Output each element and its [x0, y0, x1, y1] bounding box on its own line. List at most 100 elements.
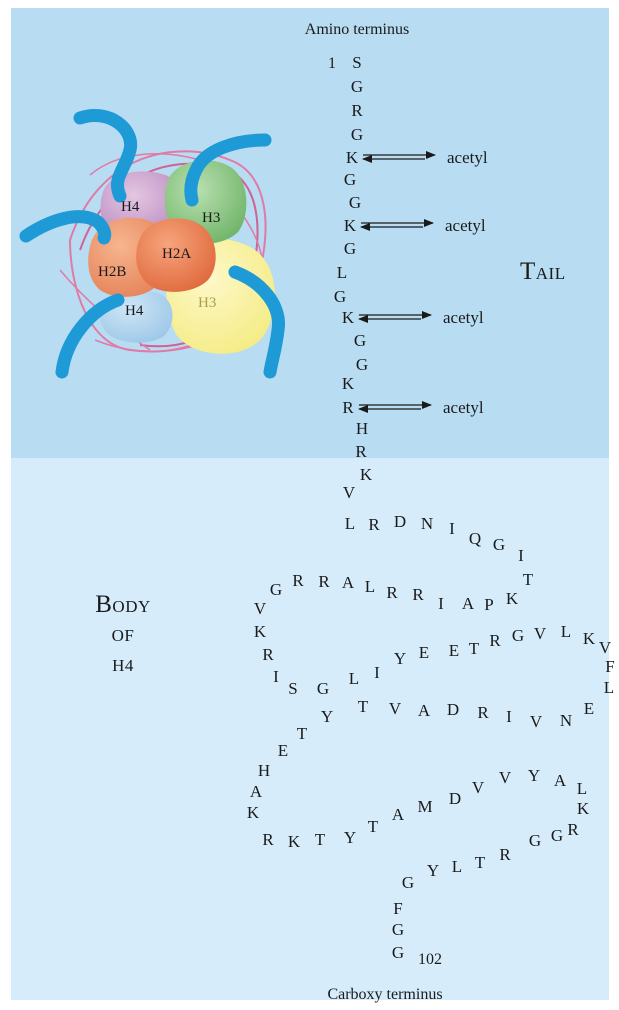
residue-56: L: [561, 622, 571, 641]
residue-82: M: [417, 797, 432, 816]
residue-67: A: [418, 701, 431, 720]
residue-11: G: [334, 287, 346, 306]
tail-label-initial: T: [520, 258, 536, 285]
amino-terminus-label: Amino terminus: [305, 21, 409, 38]
residue-43: R: [262, 645, 274, 664]
body-region-label-line2: OF: [112, 626, 135, 645]
residue-97: G: [402, 873, 414, 892]
residue-30: K: [506, 589, 519, 608]
residue-69: T: [358, 697, 369, 716]
acetyl-label-3: acetyl: [443, 308, 484, 327]
residue-6: G: [344, 170, 356, 189]
residue-34: R: [412, 585, 424, 604]
body-region-background: [11, 458, 609, 1000]
residue-66: D: [447, 700, 459, 719]
nucleosome-illustration: H4 H3 H2B H2A H4 H3: [19, 109, 285, 379]
residue-4: G: [351, 125, 363, 144]
tail-label-rest: AIL: [536, 264, 566, 283]
residue-72: E: [278, 741, 288, 760]
carboxy-terminus-label: Carboxy terminus: [327, 986, 442, 1003]
residue-40: G: [270, 580, 282, 599]
residue-94: T: [475, 853, 486, 872]
residue-86: Y: [528, 766, 540, 785]
residue-99: G: [392, 920, 404, 939]
residue-31: P: [484, 595, 493, 614]
residue-41: V: [254, 599, 267, 618]
residue-80: T: [368, 817, 379, 836]
residue-92: G: [529, 831, 541, 850]
residue-78: T: [315, 830, 326, 849]
residue-36: L: [365, 577, 375, 596]
histone-label-h4-top: H4: [121, 199, 140, 215]
residue-54: G: [512, 626, 524, 645]
residue-51: E: [449, 641, 459, 660]
residue-number-end: 102: [418, 951, 442, 968]
residue-37: A: [342, 573, 355, 592]
residue-52: T: [469, 639, 480, 658]
acetyl-label-4: acetyl: [443, 398, 484, 417]
residue-93: R: [499, 845, 511, 864]
residue-28: I: [518, 546, 524, 565]
residue-5: K: [346, 148, 359, 167]
residue-39: R: [292, 571, 304, 590]
residue-59: F: [605, 657, 614, 676]
histone-label-h4-bottom: H4: [125, 303, 144, 319]
acetyl-label-1: acetyl: [447, 148, 488, 167]
residue-12: K: [342, 308, 355, 327]
residue-23: D: [394, 512, 406, 531]
residue-9: G: [344, 239, 356, 258]
body-label-rest: ODY: [112, 597, 150, 616]
residue-49: Y: [394, 649, 406, 668]
residue-61: E: [584, 699, 594, 718]
residue-68: V: [389, 699, 402, 718]
residue-83: D: [449, 789, 461, 808]
residue-number-start: 1: [328, 55, 336, 72]
histone-label-h2b: H2B: [98, 264, 126, 280]
residue-2: G: [351, 77, 363, 96]
residue-58: V: [599, 638, 612, 657]
residue-64: I: [506, 707, 512, 726]
residue-27: G: [493, 535, 505, 554]
residue-32: A: [462, 594, 475, 613]
histone-label-h2a: H2A: [162, 246, 191, 262]
residue-10: L: [337, 263, 347, 282]
residue-65: R: [477, 703, 489, 722]
residue-63: V: [530, 712, 543, 731]
residue-3: R: [351, 101, 363, 120]
residue-8: K: [344, 216, 357, 235]
residue-25: I: [449, 519, 455, 538]
histone-tails: [19, 109, 285, 379]
residue-98: F: [393, 899, 402, 918]
residue-79: Y: [344, 828, 356, 847]
residue-48: I: [374, 663, 380, 682]
residue-89: K: [577, 799, 590, 818]
residue-22: R: [368, 515, 380, 534]
residue-74: A: [250, 782, 263, 801]
residue-18: R: [355, 442, 367, 461]
residue-47: L: [349, 669, 359, 688]
residue-76: R: [262, 830, 274, 849]
residue-62: N: [560, 711, 572, 730]
residue-42: K: [254, 622, 267, 641]
residue-46: G: [317, 679, 329, 698]
residue-29: T: [523, 570, 534, 589]
residue-13: G: [354, 331, 366, 350]
residue-75: K: [247, 803, 260, 822]
tail-region-label: TAIL: [520, 258, 566, 285]
residue-71: T: [297, 724, 308, 743]
residue-81: A: [392, 805, 405, 824]
residue-7: G: [349, 193, 361, 212]
body-region-label-line3: H4: [112, 656, 134, 675]
residue-1: S: [352, 53, 361, 72]
residue-91: G: [551, 826, 563, 845]
residue-84: V: [472, 778, 485, 797]
residue-17: H: [356, 419, 368, 438]
residue-16: R: [342, 398, 354, 417]
residue-57: K: [583, 629, 596, 648]
residue-21: L: [345, 514, 355, 533]
residue-95: L: [452, 857, 462, 876]
residue-90: R: [567, 820, 579, 839]
residue-26: Q: [469, 529, 481, 548]
